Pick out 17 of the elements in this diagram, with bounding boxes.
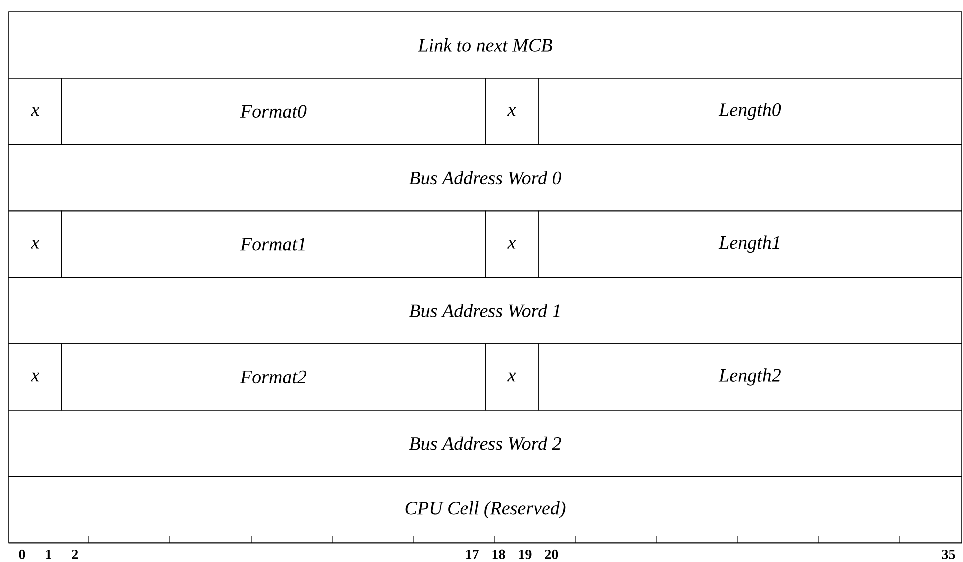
bit-field: Format2 <box>62 344 486 411</box>
bit-field: Bus Address Word 1 <box>8 277 962 344</box>
bit-field: x <box>8 210 62 278</box>
bit-field: Bus Address Word 2 <box>8 410 962 478</box>
bit-field: Bus Address Word 0 <box>8 144 962 212</box>
bit-field: x <box>485 78 539 146</box>
bit-field: Length0 <box>538 78 962 146</box>
bit-field: Format0 <box>62 78 486 146</box>
bit-field: x <box>8 78 62 146</box>
bit-field: CPU Cell (Reserved) <box>8 476 962 544</box>
bit-field: Length2 <box>538 344 962 411</box>
bit-field: Format1 <box>62 210 486 278</box>
bit-field: x <box>8 344 62 411</box>
bit-field: Length1 <box>538 210 962 278</box>
bit-field: Link to next MCB <box>8 12 962 79</box>
bit-field: x <box>485 344 539 411</box>
bit-field: x <box>485 210 539 278</box>
